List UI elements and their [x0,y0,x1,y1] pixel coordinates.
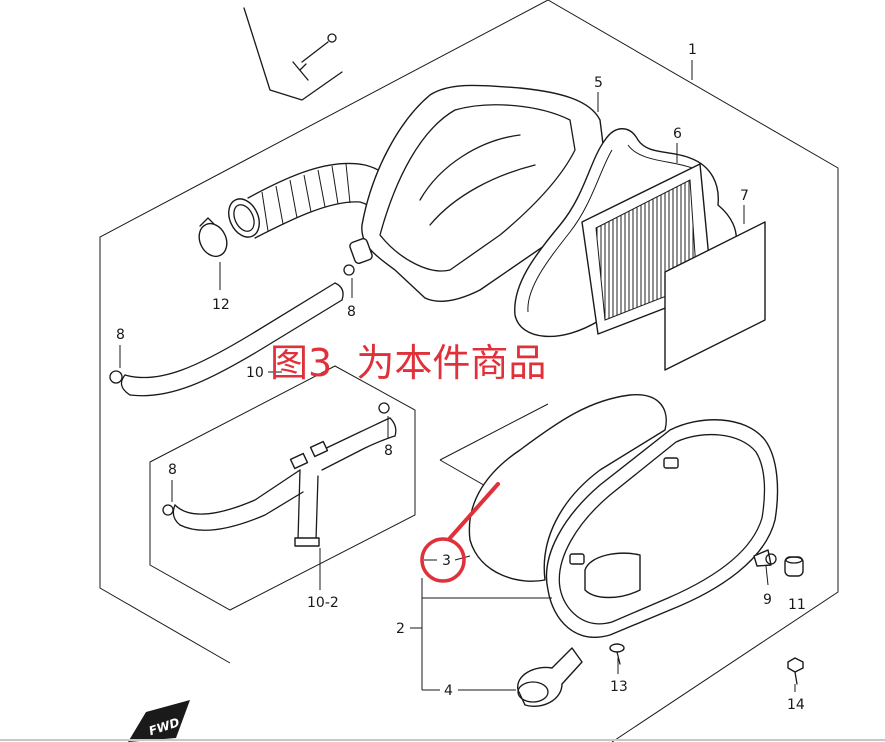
case-gasket-inner-line [527,144,693,313]
leader-lines [119,60,796,692]
group-2-guide-line [439,403,549,461]
callout-5: 5 [594,75,603,91]
callout-8: 8 [347,304,356,320]
callout-4: 4 [444,683,453,699]
case-cover-drawing [545,419,779,638]
callout-1: 1 [688,42,697,58]
duct-4-drawing [517,647,583,707]
callout-10-2: 10-2 [307,595,339,611]
label-sheet-drawing [243,7,343,101]
assembly-frame [99,0,839,742]
callout-2: 2 [396,621,405,637]
callout-8: 8 [384,443,393,459]
sub-frame-10-2 [149,365,416,611]
callout-3: 3 [442,553,451,569]
filter-sheet-drawing [664,221,766,371]
callout-13: 13 [610,679,628,695]
cap-11-drawing [784,556,804,577]
highlight-circle [420,482,500,583]
fwd-logo: FWD [128,700,190,742]
callout-12: 12 [212,297,230,313]
callout-6: 6 [673,126,682,142]
air-cleaner-case-drawing [349,84,606,302]
bolt-14-drawing [787,657,804,685]
cover-gasket-drawing [468,394,667,582]
callout-14: 14 [787,697,805,713]
callout-8: 8 [168,462,177,478]
callout-8: 8 [116,327,125,343]
intake-duct-drawing [198,162,401,258]
callout-7: 7 [740,188,749,204]
screw-13-drawing [609,643,625,665]
callout-11: 11 [788,597,806,613]
clip-drawing [109,264,390,516]
plug-9-drawing [753,549,777,567]
hose-10-drawing [120,282,344,397]
callout-10: 10 [246,365,264,381]
callout-9: 9 [763,592,772,608]
hose-10-2-drawing [172,417,397,547]
annotation-text: 图3 为本件商品 [270,341,546,385]
